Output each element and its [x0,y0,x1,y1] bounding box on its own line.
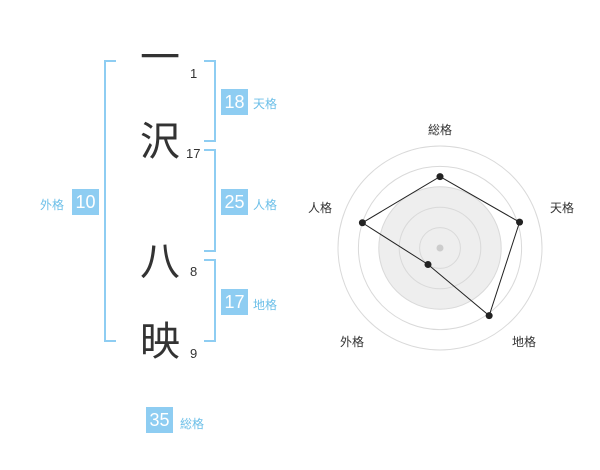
soukaku-label: 総格 [180,417,205,431]
name-char-4: 映 [140,319,180,365]
radar-point-3 [485,312,493,320]
radar-ring [357,165,523,331]
gaikaku-label: 外格 [40,198,65,212]
jinkaku-label: 人格 [253,198,278,212]
soukaku-value: 35 [146,407,173,433]
radar-point-1 [436,173,444,181]
name-char-1: 一 [140,35,180,81]
stroke-count-1: 1 [190,66,198,81]
radar-axis-label: 総格 [428,122,452,137]
jinkaku-bracket [204,149,216,252]
stroke-count-4: 9 [190,346,198,361]
name-char-3: 八 [140,239,180,285]
radar-ring [337,145,543,351]
radar-point-5 [358,219,366,227]
tenkaku-label: 天格 [253,97,278,111]
name-char-2: 沢 [140,119,180,165]
radar-axis-label: 地格 [512,334,536,349]
tenkaku-bracket [204,60,216,142]
gaikaku-value: 10 [72,189,99,215]
radar-center-dot [436,244,444,252]
stroke-count-2: 17 [186,146,201,161]
radar-axis-label: 人格 [308,200,332,215]
radar-series-polygon [361,176,521,317]
stroke-count-3: 8 [190,264,198,279]
gaikaku-bracket [104,60,116,342]
radar-ring [419,227,461,269]
radar-axis-label: 外格 [340,334,364,349]
chikaku-bracket [204,259,216,342]
tenkaku-value: 18 [221,89,248,115]
jinkaku-value: 25 [221,189,248,215]
chikaku-value: 17 [221,289,248,315]
radar-ring [398,206,482,290]
radar-point-2 [516,218,524,226]
radar-axis-label: 天格 [550,200,574,215]
radar-ring [378,186,502,310]
chikaku-label: 地格 [253,298,278,312]
radar-point-4 [424,261,432,269]
